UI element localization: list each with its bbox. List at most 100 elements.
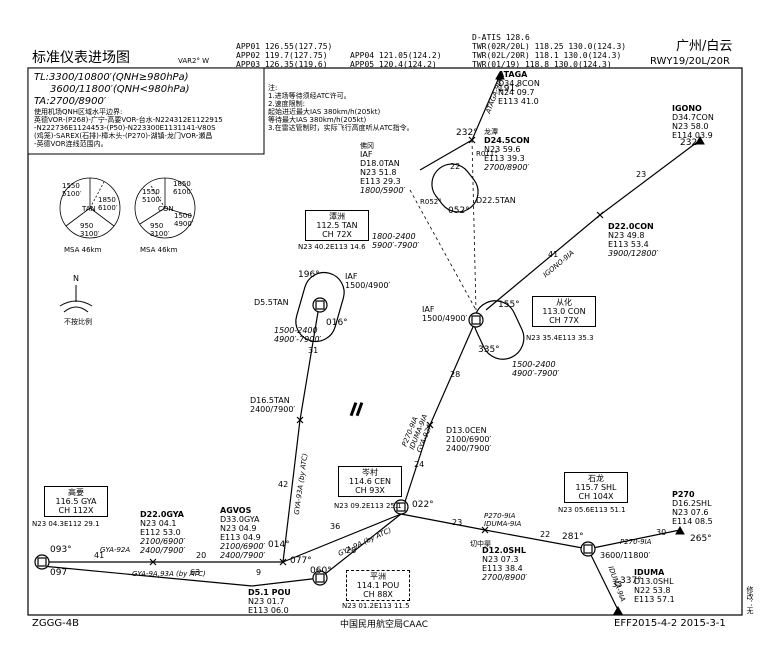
dist-label: 23 <box>636 170 647 179</box>
navaid-name: 岑村 <box>362 468 378 477</box>
fix-lon: E113 04.9 <box>220 533 261 542</box>
fix-alt: 2100/6900′ <box>140 537 186 546</box>
fix-d24con: 龙潭 D24.5CON N23 59.6 E113 39.3 2700/8900… <box>484 128 530 172</box>
bearing-label: 281° <box>562 532 584 542</box>
navaid-freq: 113.0 CON <box>542 307 586 316</box>
fix-lat: N23 07.3 <box>482 555 519 564</box>
bearing-label: 022° <box>412 500 434 510</box>
radial-label: R011° <box>476 150 498 158</box>
fix-lat: N23 58.0 <box>672 122 709 131</box>
navaid-freq: 114.1 POU <box>356 581 400 590</box>
app-freq: APP05 120.4(124.2) <box>350 60 437 69</box>
fix-lat: N23 59.6 <box>484 145 521 154</box>
fix-ataga: ATAGA D34.8CON N24 09.7 E113 41.0 <box>498 70 540 106</box>
navaid-ch: CH 112X <box>58 506 94 515</box>
twr-freq: TWR(02L/20R) 118.1 130.0(124.3) <box>472 51 622 60</box>
fix-alt: 2400/7900′ <box>220 551 266 560</box>
route-label-gya9a: GYA-9A,93A (by ATC) <box>132 570 206 578</box>
fix-name: D5.1 POU <box>248 588 291 597</box>
note-line: 2.速度限制: <box>268 100 306 108</box>
dist-label: 23 <box>452 518 463 527</box>
navaid-box-gya: 高要 116.5 GYA CH 112X <box>44 486 108 517</box>
fixes <box>149 70 705 615</box>
fix-lat: N23 49.8 <box>608 231 645 240</box>
boundary-line: 使用机场QNH区域水平边界: <box>34 108 123 116</box>
fix-d22gya: D22.0GYA N23 04.1 E112 53.0 2100/6900′ 2… <box>140 510 185 555</box>
fix-alt: 2700/8900′ <box>484 163 530 172</box>
fix-lat: N24 09.7 <box>498 88 535 97</box>
d16tan-label: D16.5TAN 2400/7900′ <box>250 396 296 414</box>
fix-d22con: D22.0CON N23 49.8 E113 53.4 3900/12800′ <box>608 222 658 258</box>
fix-lon: E114 03.9 <box>672 131 713 140</box>
dist-label: 9 <box>256 568 262 577</box>
runway-list: RWY19/20L/20R <box>650 56 730 67</box>
fix-alt: 1800/5900′ <box>360 186 406 195</box>
fix-name: P270 <box>672 490 695 499</box>
fix-name: D12.0SHL <box>482 546 526 555</box>
navaid-box-cen: 岑村 114.6 CEN CH 93X <box>338 466 402 497</box>
area-marks <box>349 402 364 417</box>
fix-d5pou: D5.1 POU N23 01.7 E113 06.0 <box>248 588 291 615</box>
navaid-freq: 114.6 CEN <box>348 477 392 486</box>
bearing-label: 014° <box>268 540 290 550</box>
fix-name: IGONO <box>672 104 702 113</box>
bearing-label: 016° <box>326 318 348 328</box>
shl-river-label: 切中渠 <box>470 540 491 548</box>
fix-iduma: IDUMA D13.0SHL N22 53.8 E113 57.1 <box>634 568 675 604</box>
bearing-label: 232° <box>680 138 702 148</box>
dist-label: 28 <box>450 370 461 379</box>
navaid-box-tan: 潭洲 112.5 TAN CH 72X <box>305 210 369 241</box>
note-line: 起始进近最大IAS 380km/h(205kt) <box>268 108 381 116</box>
navaid-box-pou: 平洲 114.1 POU CH 88X <box>346 570 410 601</box>
fix-name-cn: 龙潭 <box>484 128 498 136</box>
bearing-label: 337° <box>620 576 642 586</box>
note-line: 注: <box>268 84 278 92</box>
bearing-label: 196° <box>298 270 320 280</box>
fix-lon: E113 57.1 <box>634 595 675 604</box>
transition-level: TL:3300/10800′(QNH≥980hPa) <box>34 72 189 83</box>
dist-label: 41 <box>548 250 559 259</box>
fix-name: D22.0CON <box>608 222 654 231</box>
fix-lon: E113 41.0 <box>498 97 539 106</box>
boundary-line: (鸡笼)-SAREX(石排)-樟木头-(P270)-湖镇-龙门VOR-瀬昌 <box>34 132 213 140</box>
navaid-freq: 112.5 TAN <box>316 221 358 230</box>
fix-dme: D13.0SHL <box>634 577 674 586</box>
bearing-label: 093° <box>50 545 72 555</box>
hold-tan-alt: 1500-2400 4900′-7900′ <box>274 326 322 344</box>
msa-con-sector-2: 1850 6100′ <box>173 180 193 196</box>
boundary-line: -英德VOR连线范围内。 <box>34 140 108 148</box>
bearing-label: 191° <box>498 84 520 94</box>
revision-note: 修改：无 <box>746 586 754 614</box>
dist-label: 22 <box>540 530 551 539</box>
msa-con-sector-1: 1550 5100′ <box>142 188 162 204</box>
transition-level-2: 3600/11800′(QNH<980hPa) <box>50 84 190 95</box>
navaid-freq: 116.5 GYA <box>55 497 97 506</box>
app-freq: APP04 121.05(124.2) <box>350 51 442 60</box>
fix-name: D18.0TAN <box>360 159 400 168</box>
iaf-con-label: IAF 1500/4900′ <box>422 305 468 323</box>
boundary-line: -N222736E1124453-(P50)-N223300E1131141-V… <box>34 124 216 132</box>
radial-label: R052° <box>420 198 442 206</box>
fix-agvos: AGVOS D33.0GYA N23 04.9 E113 04.9 2100/6… <box>220 506 265 560</box>
fix-name: D24.5CON <box>484 136 530 145</box>
navaid-coord-shl: N23 05.6E113 51.1 <box>558 506 626 514</box>
fix-dme: D16.2SHL <box>672 499 712 508</box>
fix-name: AGVOS <box>220 506 252 515</box>
hold-d18-alt: 1800-2400 5900′-7900′ <box>372 232 420 250</box>
navaid-ch: CH 93X <box>355 486 385 495</box>
navaid-freq: 115.7 SHL <box>575 483 617 492</box>
msa-tan-sector-1: 1550 5100′ <box>62 182 82 198</box>
fix-name: ATAGA <box>498 70 528 79</box>
navaid-coord-con: N23 35.4E113 35.3 <box>526 334 594 342</box>
scale-note: 不按比例 <box>64 318 92 326</box>
d13cen-label: D13.0CEN 2100/6900′ 2400/7900′ <box>446 426 492 453</box>
shl-iaf-alt: 3600/11800′ <box>600 551 651 560</box>
magnetic-variation: VAR2° W <box>178 57 210 65</box>
holds <box>295 163 525 360</box>
note-line: 1.进场等待须经ATC许可。 <box>268 92 351 100</box>
navaid-ch: CH 88X <box>363 590 393 599</box>
msa-con-sector-4: 1500 4900′ <box>174 212 194 228</box>
dist-label: 31 <box>308 346 319 355</box>
fix-lat: N23 07.6 <box>672 508 709 517</box>
